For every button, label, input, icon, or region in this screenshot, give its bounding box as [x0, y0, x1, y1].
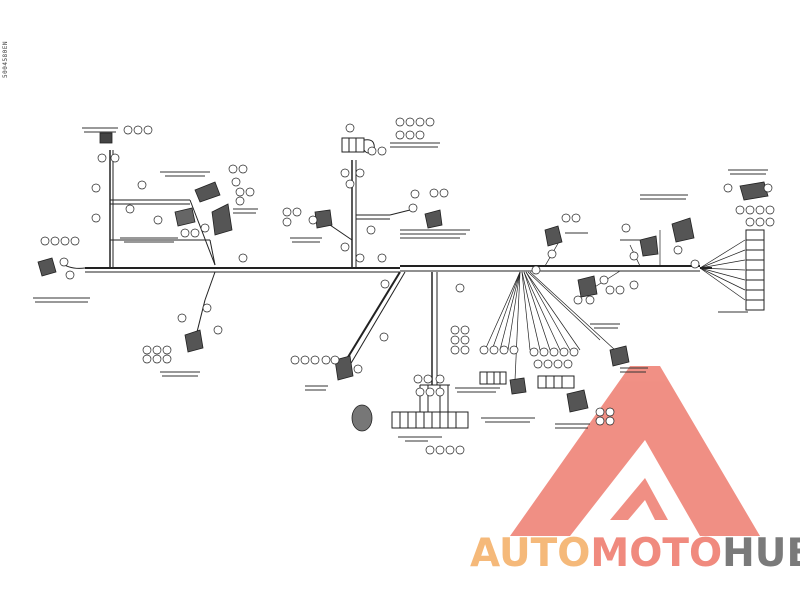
fuse-box [391, 385, 469, 429]
connector-icon [314, 209, 333, 229]
connector-icon [509, 377, 527, 395]
sensor-icon [194, 181, 221, 203]
connector-icon [639, 235, 659, 257]
connector-icon [544, 225, 563, 247]
diagonal-branch [344, 271, 406, 366]
connector-icon [184, 329, 204, 353]
brand-wordmark: AUTOMOTOHUB [470, 531, 800, 576]
callout-circles [40, 117, 775, 455]
main-connector-block [745, 229, 765, 311]
brand-part1: AUTO [470, 531, 591, 576]
relay-block-left [479, 371, 507, 385]
connector-icon [99, 132, 113, 144]
brand-part2: MOTO [590, 531, 723, 576]
components [37, 132, 769, 432]
sensor-icon [174, 207, 196, 227]
fan-out-wires [484, 271, 616, 381]
sensor-icon [671, 217, 695, 243]
connector-icon [609, 345, 630, 367]
connector-icon [37, 257, 57, 277]
top-middle-branch [329, 160, 411, 268]
sensor-icon [211, 203, 233, 236]
brand-part3: HUB [722, 531, 800, 576]
left-branch [59, 150, 216, 269]
caption-marks [33, 127, 768, 442]
main-harness-trunk [85, 265, 712, 273]
brand-logo-icon [510, 366, 760, 536]
connector-icon [739, 181, 769, 201]
connector-icon [424, 209, 443, 229]
relay-block-right [537, 375, 575, 389]
connector-icon [566, 389, 589, 413]
connector-icon [577, 275, 598, 298]
connector-icon [334, 355, 354, 381]
center-down-branch [420, 272, 450, 386]
ignition-switch-icon [351, 404, 373, 432]
